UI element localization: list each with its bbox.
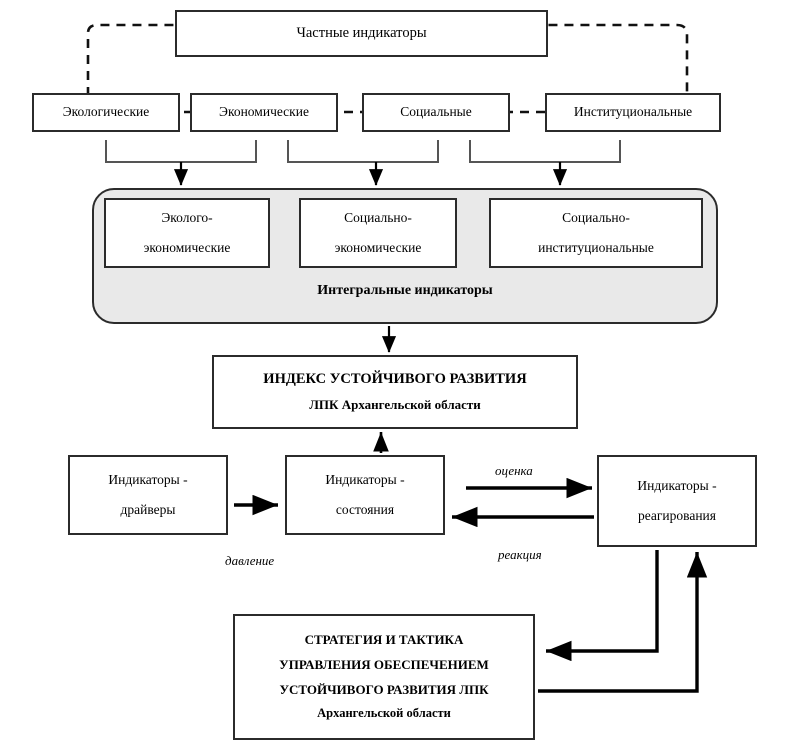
strategy-label-line3: УСТОЙЧИВОГО РАЗВИТИЯ ЛПК: [279, 681, 489, 697]
bracket-eco-economic: [105, 140, 257, 186]
private-indicators-label: Частные индикаторы: [296, 24, 427, 41]
drivers-label-line1: Индикаторы -: [108, 471, 188, 487]
category-box-economic: Экономические: [190, 93, 338, 132]
response-label-line2: реагирования: [637, 508, 716, 523]
category-label-social: Социальные: [400, 104, 472, 120]
category-box-institutional: Институциональные: [545, 93, 721, 132]
edge-label-reaction: реакция: [498, 547, 542, 562]
category-label-institutional: Институциональные: [573, 104, 693, 120]
category-box-social: Социальные: [362, 93, 510, 132]
integral-box-socio-institutional: Социально- институциональные: [489, 198, 703, 268]
strategy-label-line2: УПРАВЛЕНИЯ ОБЕСПЕЧЕНИЕМ: [279, 657, 489, 673]
edge-label-assessment: оценка: [495, 463, 533, 478]
index-label-line1: ИНДЕКС УСТОЙЧИВОГО РАЗВИТИЯ: [263, 371, 527, 388]
strategy-label-line1: СТРАТЕГИЯ И ТАКТИКА: [304, 632, 464, 648]
drivers-label-line2: драйверы: [120, 502, 176, 517]
integral-label-eco-economic-line2: экономические: [143, 239, 231, 255]
integral-box-socio-economic: Социально- экономические: [299, 198, 457, 268]
bracket-socio-economic: [287, 140, 439, 186]
strategy-and-tactics-box: СТРАТЕГИЯ И ТАКТИКА УПРАВЛЕНИЯ ОБЕСПЕЧЕН…: [233, 614, 535, 740]
edge-label-pressure: давление: [225, 553, 275, 568]
private-indicators-box: Частные индикаторы: [175, 10, 548, 57]
integral-label-socio-institutional-line2: институциональные: [538, 239, 654, 255]
sustainable-development-index-box: ИНДЕКС УСТОЙЧИВОГО РАЗВИТИЯ ЛПК Архангел…: [212, 355, 578, 429]
indicators-drivers-box: Индикаторы - драйверы: [68, 455, 228, 535]
integral-label-socio-institutional-line1: Социально-: [562, 210, 630, 226]
indicators-state-box: Индикаторы - состояния: [285, 455, 445, 535]
integral-label-eco-economic-line1: Эколого-: [161, 210, 213, 226]
response-label-line1: Индикаторы -: [637, 477, 717, 493]
arrow-strategy-to-response: [538, 552, 708, 693]
category-box-ecological: Экологические: [32, 93, 180, 132]
integral-label-socio-economic-line1: Социально-: [344, 210, 412, 226]
strategy-label-line4: Архангельской области: [317, 706, 451, 721]
integral-box-eco-economic: Эколого- экономические: [104, 198, 270, 268]
state-label-line2: состояния: [335, 502, 395, 517]
state-label-line1: Индикаторы -: [325, 471, 405, 487]
indicators-response-box: Индикаторы - реагирования: [597, 455, 757, 547]
bracket-socio-institutional: [469, 140, 621, 186]
category-label-ecological: Экологические: [62, 104, 150, 120]
category-label-economic: Экономические: [219, 104, 309, 120]
integral-label-socio-economic-line2: экономические: [334, 239, 422, 255]
arrow-response-to-strategy: [546, 550, 659, 662]
integral-panel-label: Интегральные индикаторы: [317, 283, 493, 298]
index-label-line2: ЛПК Архангельской области: [309, 397, 481, 413]
